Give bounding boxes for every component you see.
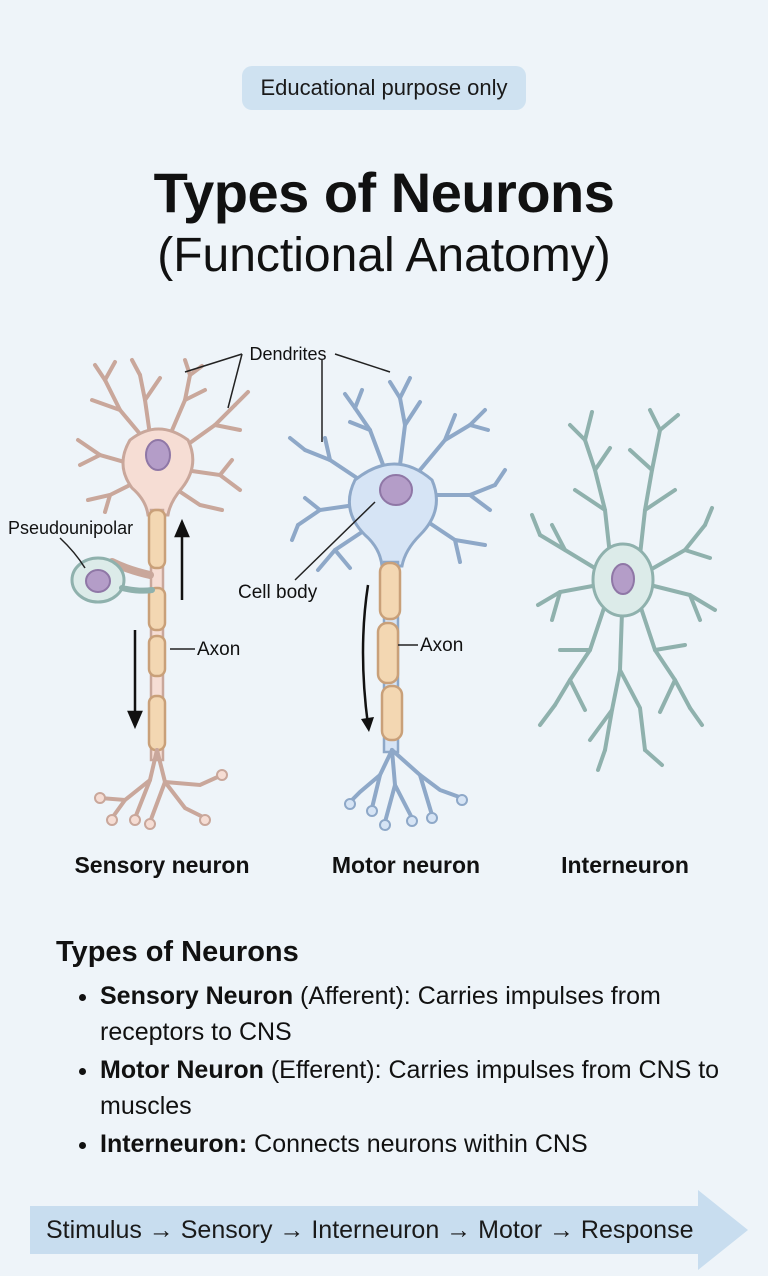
motor-soma bbox=[347, 462, 438, 568]
motor-nucleus bbox=[379, 474, 413, 506]
bullet-term: Interneuron: bbox=[100, 1130, 248, 1158]
motor-terminals bbox=[348, 748, 464, 824]
sensory-neuron bbox=[70, 358, 250, 830]
neuron-diagram: Dendrites Pseudounipolar Cell body Axon … bbox=[8, 344, 717, 831]
sensory-caption: Sensory neuron bbox=[74, 852, 250, 878]
sensory-arrows bbox=[127, 518, 190, 730]
dendrites-label: Dendrites bbox=[249, 344, 326, 364]
interneuron bbox=[530, 408, 717, 772]
motor-caption: Motor neuron bbox=[331, 852, 481, 878]
leader-lines bbox=[59, 353, 418, 650]
page-subtitle: (Functional Anatomy) bbox=[157, 229, 611, 282]
list-item: Motor Neuron (Efferent): Carries impulse… bbox=[100, 1052, 750, 1124]
interneuron-nucleus bbox=[611, 563, 635, 595]
bullet-text: (Afferent): Carries impulses from recept… bbox=[100, 982, 661, 1046]
list-item: Interneuron: Connects neurons within CNS bbox=[100, 1126, 750, 1162]
flow-arrow: Stimulus → Sensory → Interneuron → Motor… bbox=[30, 1190, 750, 1270]
motor-arrow bbox=[361, 584, 370, 726]
sensory-axon-label: Axon bbox=[197, 639, 240, 660]
bullet-text: Connects neurons within CNS bbox=[247, 1130, 588, 1158]
motor-myelin bbox=[376, 561, 404, 742]
sensory-nucleus bbox=[145, 439, 171, 471]
educational-badge: Educational purpose only bbox=[242, 66, 526, 110]
sensory-terminal-knobs bbox=[94, 769, 228, 830]
neuron-types-list: Sensory Neuron (Afferent): Carries impul… bbox=[78, 978, 750, 1164]
sensory-soma bbox=[121, 427, 195, 517]
motor-terminal-knobs bbox=[344, 794, 468, 831]
bullet-text: (Efferent): Carries impulses from CNS to… bbox=[100, 1056, 720, 1120]
list-item: Sensory Neuron (Afferent): Carries impul… bbox=[100, 978, 750, 1050]
bullet-term: Motor Neuron bbox=[100, 1056, 264, 1084]
sensory-terminals bbox=[98, 748, 224, 824]
motor-axon-label: Axon bbox=[420, 635, 463, 656]
motor-neuron bbox=[288, 376, 507, 831]
cell-body-label: Cell body bbox=[238, 582, 318, 603]
pseudounipolar-label: Pseudounipolar bbox=[8, 518, 133, 538]
interneuron-dendrites bbox=[530, 408, 717, 772]
page-title: Types of Neurons bbox=[153, 161, 615, 224]
flow-arrow-shape bbox=[30, 1190, 748, 1270]
section-title: Types of Neurons bbox=[56, 936, 299, 968]
flow-text: Stimulus → Sensory → Interneuron → Motor… bbox=[46, 1216, 694, 1244]
motor-dendrites bbox=[288, 376, 507, 572]
sensory-myelin bbox=[147, 508, 167, 752]
interneuron-caption: Interneuron bbox=[561, 852, 689, 878]
bullet-term: Sensory Neuron bbox=[100, 982, 294, 1010]
